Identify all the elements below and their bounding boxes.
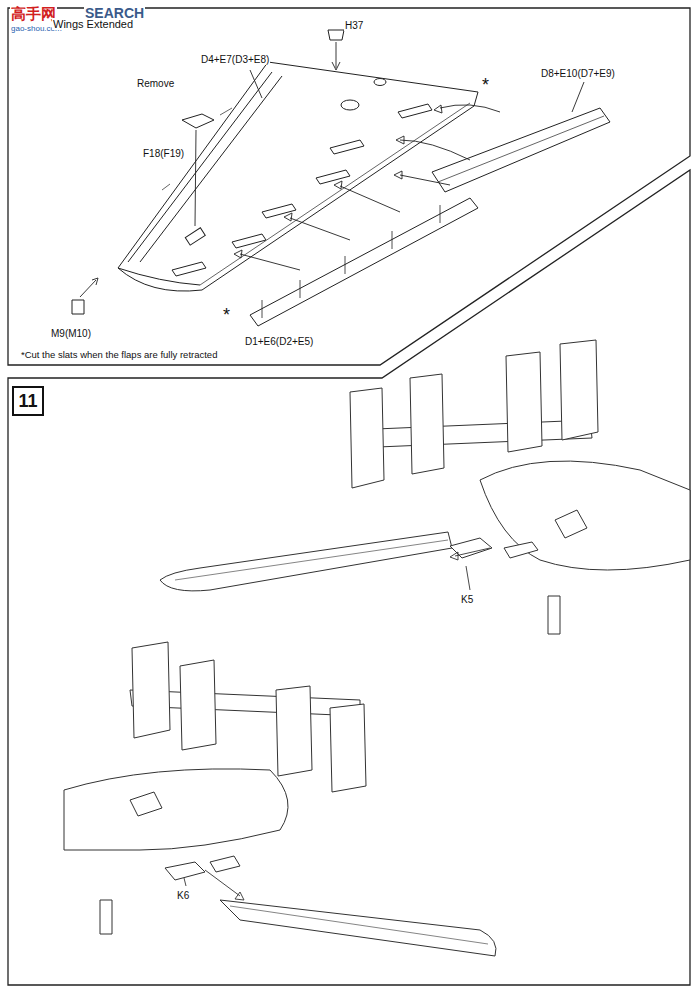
part-number: D4+E7(D3+E8)	[200, 54, 270, 65]
aircraft-arrows	[450, 548, 490, 590]
part-number: H37	[344, 20, 364, 31]
aircraft-top-view	[160, 340, 690, 634]
part-number: D8+E10(D7+E9)	[540, 68, 616, 79]
step-number-box: 11	[12, 386, 44, 416]
part-number: *	[481, 76, 490, 96]
part-number: D1+E6(D2+E5)	[244, 336, 314, 347]
part-number: Remove	[136, 78, 175, 89]
wing-drawing	[72, 30, 610, 326]
part-number: M9(M10)	[50, 328, 92, 339]
aircraft-bottom-view	[64, 642, 496, 956]
note: *Cut the slats when the flaps are fully …	[20, 350, 218, 360]
step-heading: Wings Extended	[52, 18, 134, 30]
panel-frames	[8, 8, 690, 985]
assembly-arrows	[80, 42, 584, 297]
part-number: K5	[460, 594, 474, 605]
part-number: F18(F19)	[142, 148, 185, 159]
watermark: 高手网	[10, 6, 57, 23]
part-number: K6	[176, 890, 190, 901]
aircraft-arrows	[184, 870, 244, 900]
part-number: *	[222, 306, 231, 326]
step-number: 11	[18, 392, 37, 410]
